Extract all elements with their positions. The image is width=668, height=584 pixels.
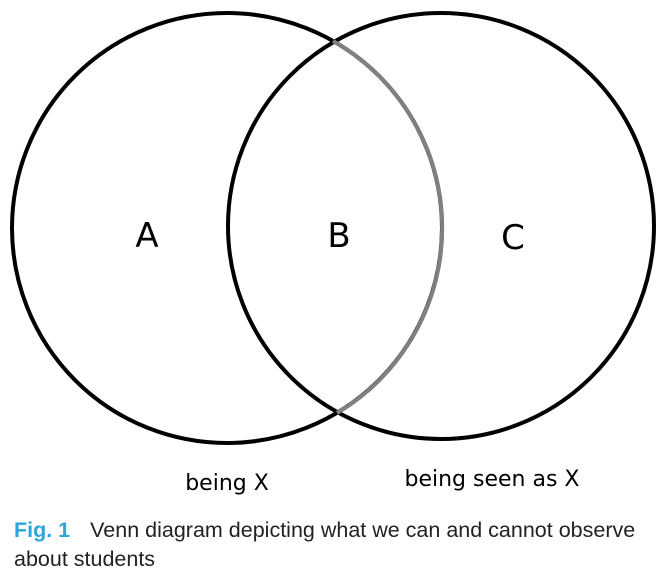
right-circle <box>226 11 656 441</box>
figure-label: Fig. 1 <box>14 518 71 542</box>
region-label-a: A <box>135 216 158 256</box>
caption-text: Venn diagram depicting what we can and c… <box>14 518 636 571</box>
region-label-c: C <box>501 218 525 258</box>
set-label-being-seen-as-x: being seen as X <box>405 467 580 492</box>
region-label-b: B <box>327 216 350 256</box>
intersection-edge <box>332 39 445 415</box>
set-label-being-x: being X <box>185 471 269 496</box>
